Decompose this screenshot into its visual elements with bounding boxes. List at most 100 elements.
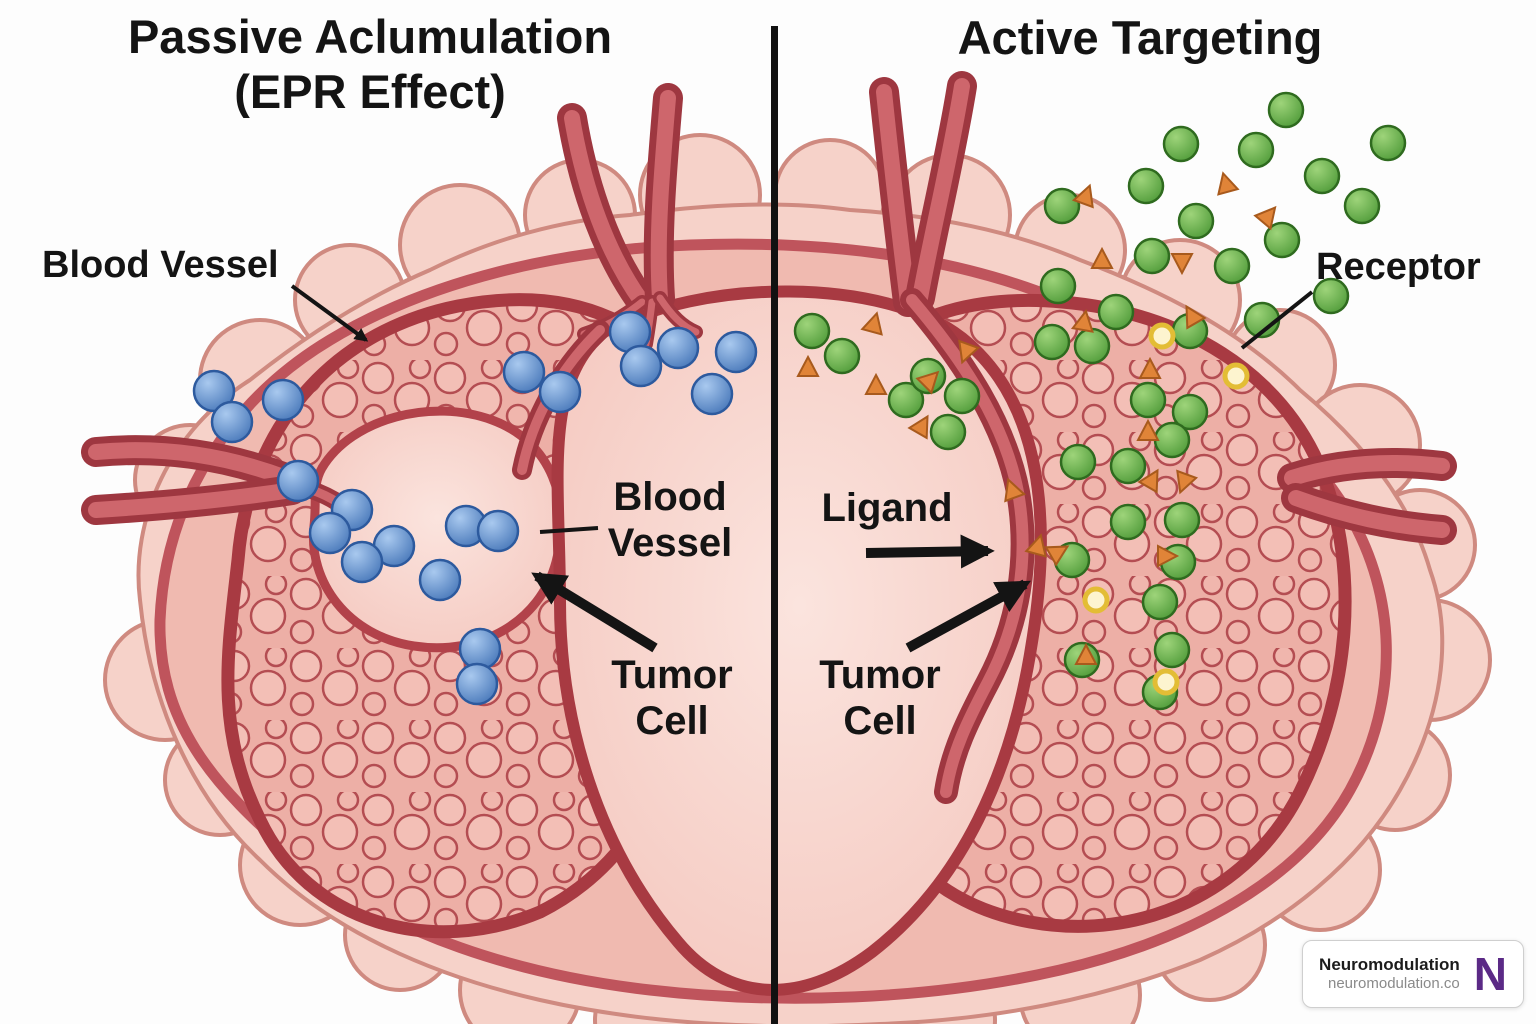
ligand-triangle	[1074, 642, 1098, 665]
annotation-arrows	[290, 284, 1314, 653]
nanoparticle-blue	[418, 558, 462, 602]
nanoparticle-green	[1043, 187, 1081, 225]
receptor-pointer-line	[1240, 290, 1314, 350]
nanoparticle-blue	[455, 662, 499, 706]
label-tumor-cell-left: Tumor Cell	[597, 652, 747, 744]
receptor-ring	[1148, 322, 1176, 350]
tumor-cell-right-arrow	[905, 579, 1031, 653]
title-passive-line2: (EPR Effect)	[234, 64, 506, 118]
nanoparticle-blue	[261, 378, 305, 422]
nanoparticle-green	[1263, 221, 1301, 259]
nanoparticle-green	[1059, 443, 1097, 481]
title-passive-line1: Passive Aclumulation	[127, 10, 613, 63]
label-tumor-left-line1: Tumor	[611, 653, 733, 697]
nanoparticle-green	[1033, 323, 1071, 361]
blue-nanoparticles	[192, 310, 758, 706]
watermark-domain: neuromodulation.co	[1328, 975, 1460, 993]
label-tumor-cell-right: Tumor Cell	[805, 652, 955, 744]
nanoparticle-green	[1073, 327, 1111, 365]
ligand-triangle	[1071, 183, 1094, 209]
nanoparticle-green	[1153, 421, 1191, 459]
nanoparticle-blue	[714, 330, 758, 374]
nanoparticle-green	[1213, 247, 1251, 285]
label-receptor: Receptor	[1316, 246, 1481, 288]
blood-vessel-pointer-arrow	[290, 284, 369, 342]
nanoparticle-green	[929, 413, 967, 451]
nanoparticle-green	[1162, 125, 1200, 163]
ligand-triangle	[1185, 304, 1207, 330]
ligand-triangle	[1136, 418, 1160, 441]
nanoparticle-green	[1141, 583, 1179, 621]
nanoparticle-green	[943, 377, 981, 415]
ligand-triangle	[915, 370, 940, 395]
ligand-triangle	[1157, 544, 1180, 568]
receptor-ring	[1152, 668, 1180, 696]
ligand-arrow	[865, 534, 995, 569]
panel-divider-line	[771, 26, 778, 1024]
ligand-triangle	[1070, 309, 1094, 333]
ligand-triangle	[864, 372, 888, 395]
label-tumor-left-line2: Cell	[635, 699, 709, 743]
nanoparticle-green	[1109, 447, 1147, 485]
nanoparticle-green	[1133, 237, 1171, 275]
ligand-triangle	[1138, 356, 1162, 379]
nanoparticle-blue	[619, 344, 663, 388]
nanoparticle-blue	[340, 540, 384, 584]
ligand-triangle	[1024, 533, 1047, 558]
ligand-triangle	[907, 414, 929, 440]
green-nanoparticles	[793, 91, 1407, 711]
nanoparticle-green	[887, 381, 925, 419]
label-blood-line2: Vessel	[607, 521, 733, 565]
watermark-text: Neuromodulation neuromodulation.co	[1319, 954, 1460, 994]
nanoparticle-blue	[502, 350, 546, 394]
nanoparticle-green	[1343, 187, 1381, 225]
ligand-triangle	[796, 354, 820, 377]
ligand-triangle	[1170, 253, 1194, 276]
nanoparticle-green	[1129, 381, 1167, 419]
nanoparticle-blue	[476, 509, 520, 553]
label-ligand: Ligand	[821, 486, 953, 530]
ligand-triangle	[860, 311, 883, 336]
ligand-triangle	[958, 339, 981, 365]
nanoparticle-green	[1237, 131, 1275, 169]
title-active-text: Active Targeting	[957, 11, 1323, 64]
ligand-triangles	[796, 171, 1277, 665]
nanoparticle-green	[1267, 91, 1305, 129]
ligand-triangle	[1044, 545, 1070, 567]
nanoparticle-blue	[210, 400, 254, 444]
nanoparticle-green	[1369, 124, 1407, 162]
ligand-triangle	[1217, 171, 1240, 196]
nanoparticle-green	[1153, 631, 1191, 669]
ligand-triangle	[1137, 468, 1159, 494]
nanoparticle-blue	[308, 511, 352, 555]
watermark-card: Neuromodulation neuromodulation.co N	[1302, 940, 1524, 1008]
nanoparticle-green	[1177, 202, 1215, 240]
receptor-ring	[1082, 586, 1110, 614]
nanoparticle-green	[1163, 501, 1201, 539]
nanoparticle-green	[823, 337, 861, 375]
nanoparticle-blue	[276, 459, 320, 503]
watermark-name: Neuromodulation	[1319, 955, 1460, 974]
nanoparticle-green	[1127, 167, 1165, 205]
nanoparticle-green	[1171, 393, 1209, 431]
ligand-triangle	[1253, 205, 1277, 231]
nanoparticle-green	[1312, 277, 1350, 315]
label-blood-line1: Blood	[613, 475, 727, 519]
label-tumor-right-line1: Tumor	[819, 653, 941, 697]
nanoparticle-blue	[538, 370, 582, 414]
ligand-triangle	[1004, 477, 1027, 503]
label-blood-vessel-outer: Blood Vessel	[42, 244, 279, 286]
tumor-cell-left-arrow	[531, 571, 658, 653]
nanoparticle-green	[1039, 267, 1077, 305]
nanoparticle-green	[1109, 503, 1147, 541]
nanoparticle-green	[793, 312, 831, 350]
nanoparticle-blue	[656, 326, 700, 370]
ligand-triangle	[1090, 246, 1114, 269]
receptor-ring	[1222, 362, 1250, 390]
blood-vessel-center-pointer-line	[539, 526, 599, 534]
label-blood-vessel-center: Blood Vessel	[595, 474, 745, 566]
nanoparticle-green	[1097, 293, 1135, 331]
title-passive-accumulation: Passive Aclumulation (EPR Effect)	[60, 10, 680, 119]
